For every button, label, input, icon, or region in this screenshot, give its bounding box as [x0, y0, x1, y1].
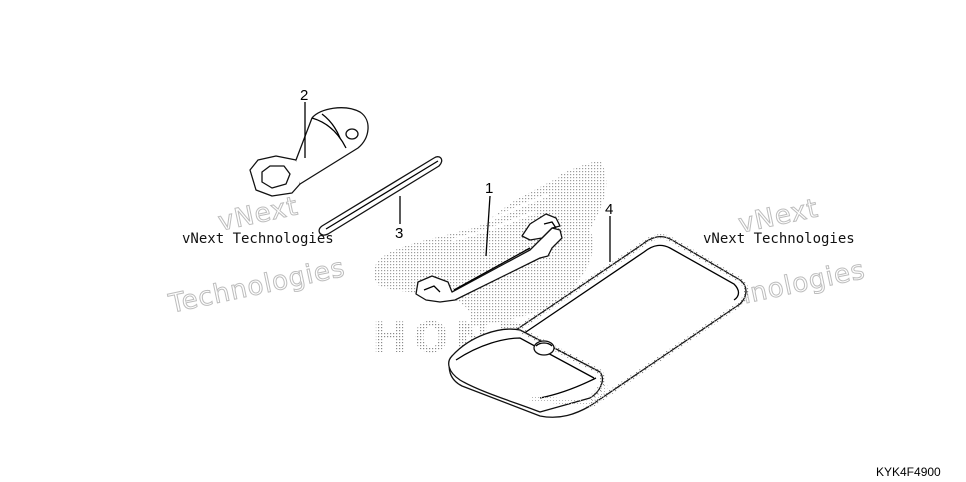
- callout-4[interactable]: 4: [605, 201, 613, 218]
- svg-text:Technologies: Technologies: [166, 253, 348, 320]
- wrench: [415, 213, 563, 303]
- callout-3[interactable]: 3: [395, 225, 403, 242]
- handle-bar: [318, 156, 443, 236]
- outline-watermark-left: vNext Technologies: [165, 191, 348, 320]
- callout-leader-1: [485, 195, 491, 257]
- callout-1[interactable]: 1: [485, 180, 493, 197]
- watermark-text-left: vNext Technologies: [182, 231, 334, 247]
- callout-2[interactable]: 2: [300, 87, 308, 104]
- tool-case: [448, 234, 749, 418]
- spark-plug-socket: [249, 107, 369, 197]
- figure-code: KYK4F4900: [876, 465, 941, 479]
- watermark-text-right: vNext Technologies: [703, 231, 855, 247]
